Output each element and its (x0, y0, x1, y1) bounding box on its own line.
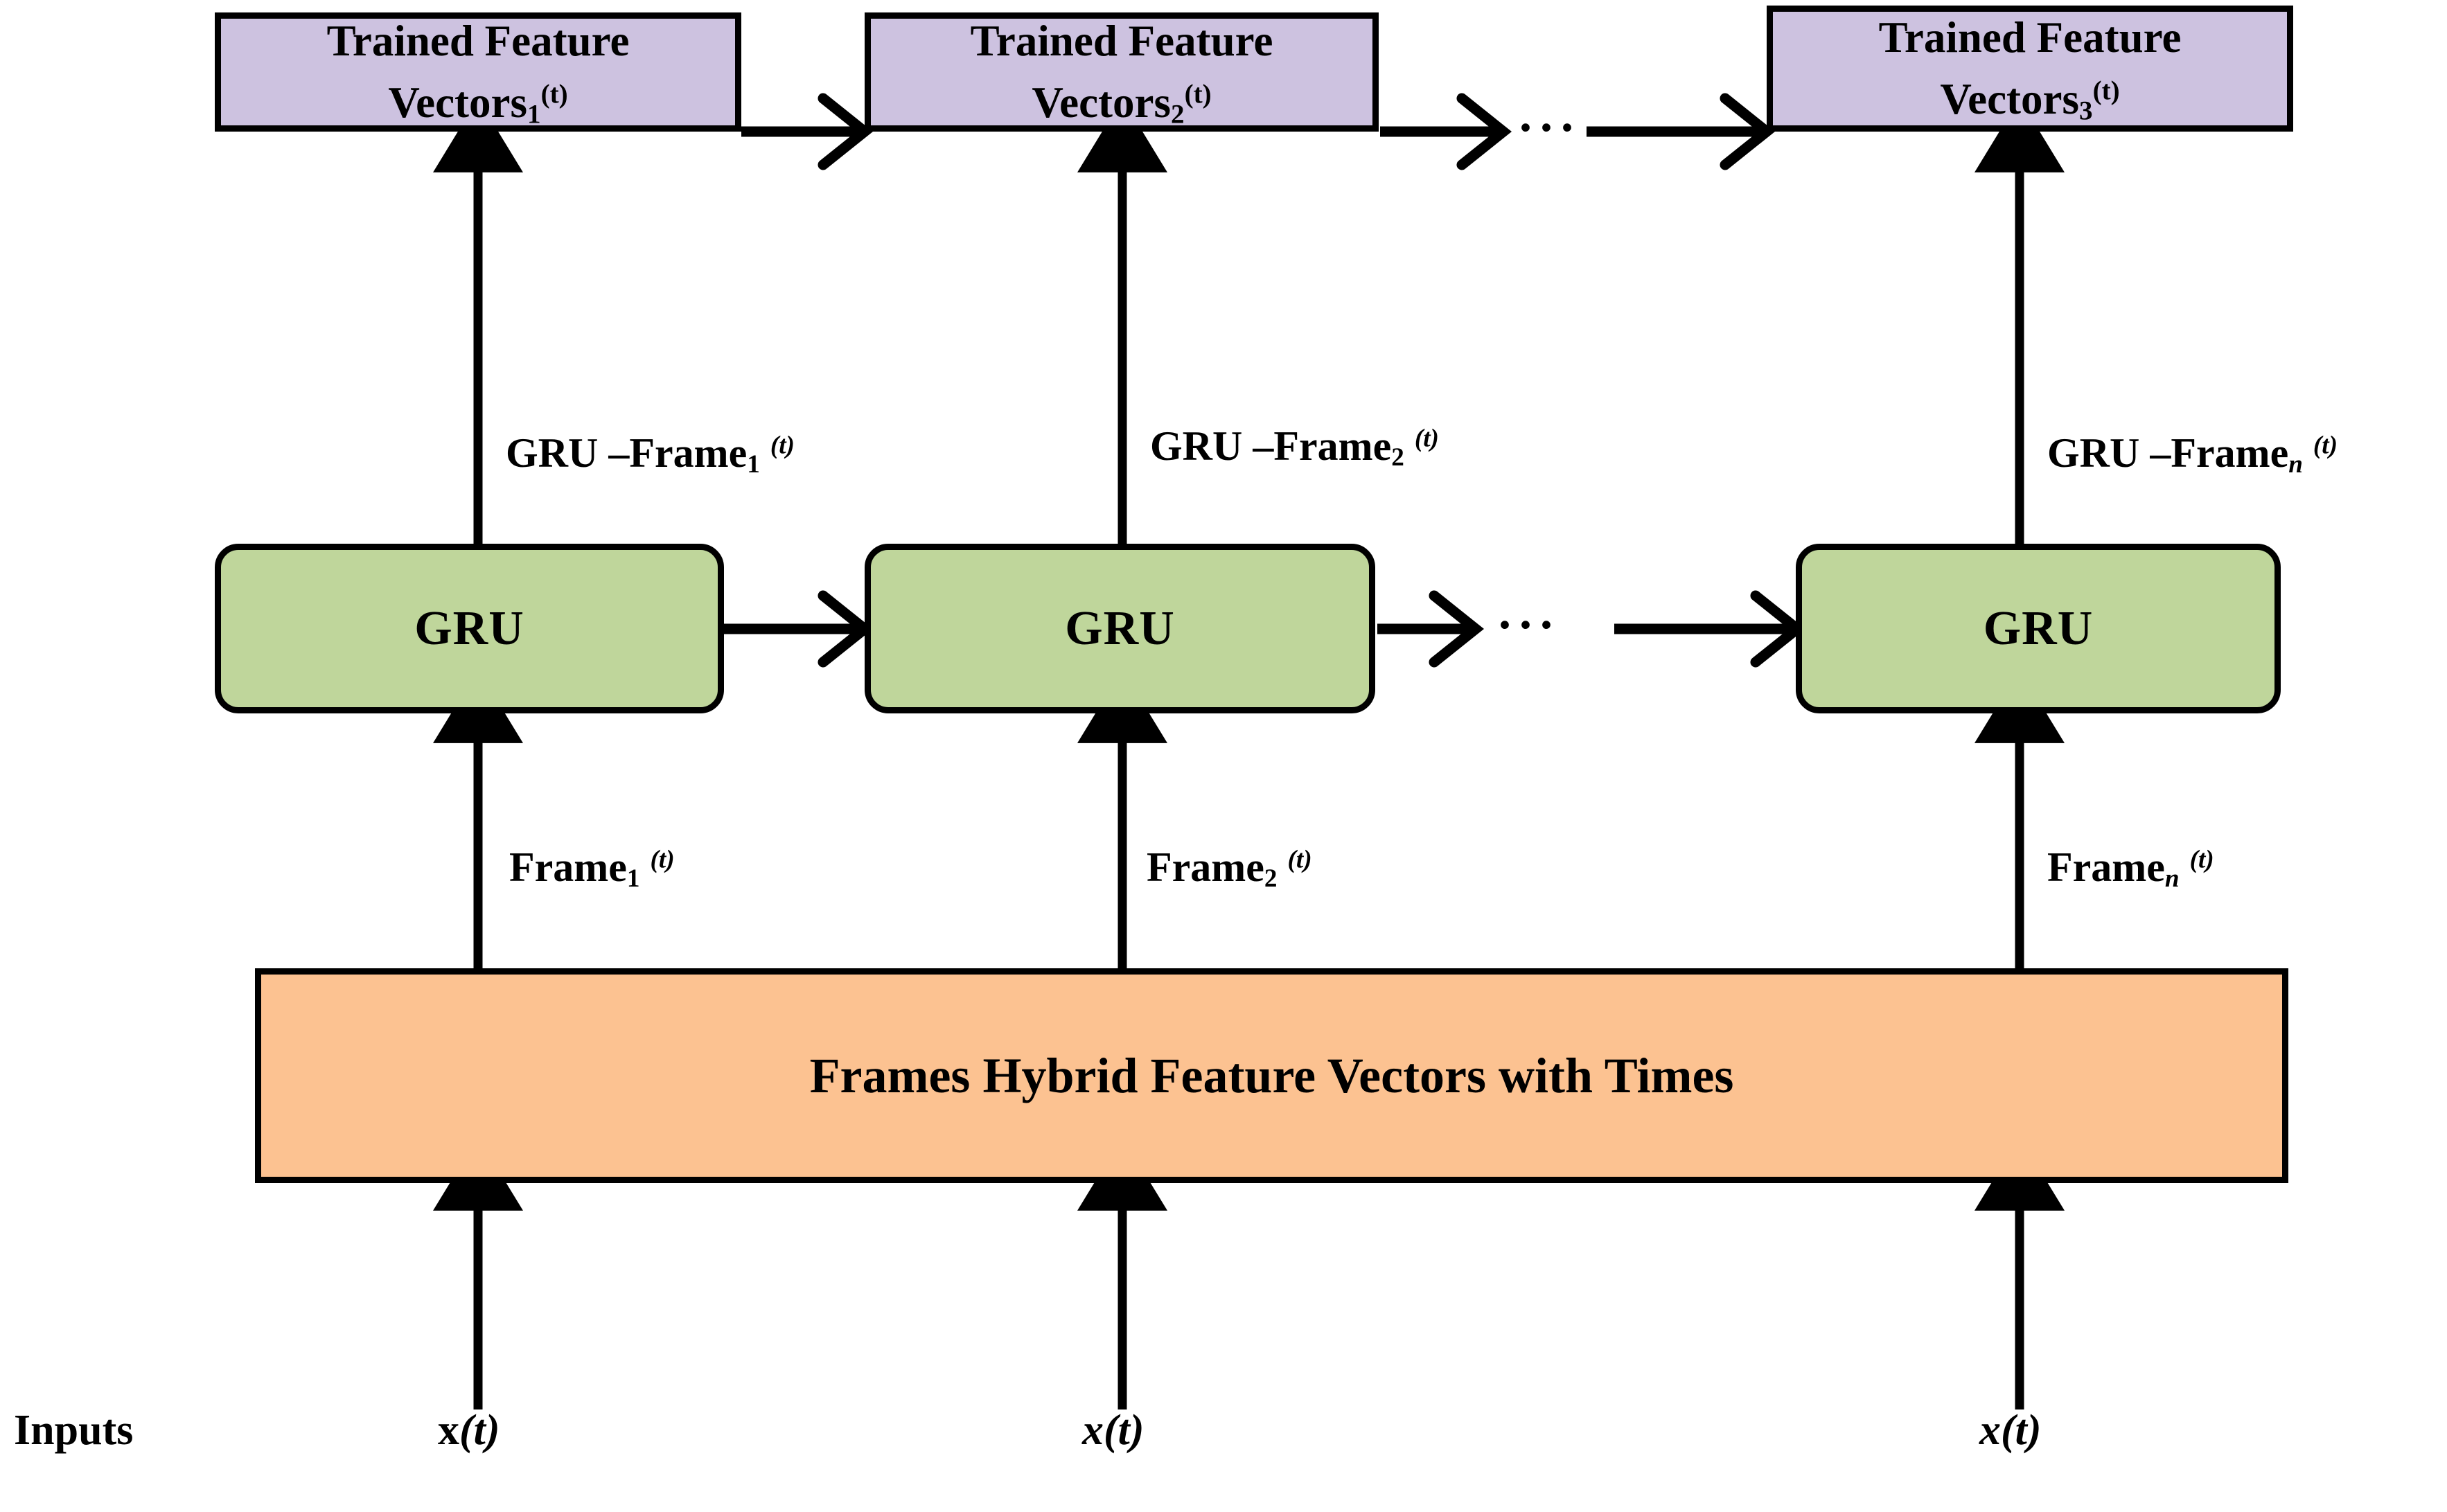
gru-frame-3-superscript: (t) (2313, 431, 2338, 460)
frame-label-1: Frame1 (t) (509, 844, 675, 891)
gru-row-ellipsis: ··· (1496, 597, 1560, 652)
gru-frame-3-subscript: n (2288, 450, 2303, 479)
gru-box-3[interactable]: GRU (1796, 544, 2281, 713)
frame-2-subscript: 2 (1264, 864, 1278, 893)
input-3-base: x (1979, 1407, 2001, 1454)
gru-frame-label-1: GRU –Frame1 (t) (506, 429, 795, 477)
gru-frame-2-base: GRU –Frame (1150, 423, 1392, 469)
frame-2-superscript: (t) (1287, 845, 1312, 874)
inputs-row-label: Inputs (14, 1407, 134, 1454)
frame-2-base: Frame (1147, 844, 1264, 890)
input-2-base: x (1082, 1407, 1104, 1454)
tfv-3-subscript: 3 (2079, 96, 2093, 126)
gru-1-label: GRU (414, 601, 524, 655)
input-signal-1: x(t) (438, 1406, 500, 1455)
gru-frame-2-superscript: (t) (1414, 424, 1439, 453)
tfv-2-line2: Vectors2(t) (1032, 72, 1211, 134)
input-1-argument: (t) (459, 1407, 500, 1454)
input-signal-2: x(t) (1082, 1406, 1145, 1455)
gru-3-label: GRU (1983, 601, 2094, 655)
arrow-gru1-to-gru2 (724, 590, 874, 668)
input-signal-3: x(t) (1979, 1406, 2042, 1455)
frame-3-subscript: n (2164, 864, 2180, 893)
gru-frame-3-base: GRU –Frame (2047, 430, 2289, 476)
tfv-1-superscript: (t) (540, 79, 568, 109)
arrow-tfv1-to-tfv2 (741, 93, 874, 170)
tfv-1-line1: Trained Feature (326, 16, 630, 65)
tfv-3-superscript: (t) (2092, 75, 2120, 106)
gru-2-label: GRU (1065, 601, 1175, 655)
tfv-2-line1: Trained Feature (970, 16, 1273, 65)
trained-feature-vectors-box-2[interactable]: Trained Feature Vectors2(t) (865, 12, 1379, 132)
frame-3-base: Frame (2047, 844, 2165, 890)
tfv-2-superscript: (t) (1184, 79, 1212, 109)
trained-feature-vectors-box-1[interactable]: Trained Feature Vectors1(t) (215, 12, 741, 132)
trained-feature-vectors-box-3[interactable]: Trained Feature Vectors3(t) (1767, 6, 2293, 132)
frame-1-subscript: 1 (626, 864, 640, 893)
hybrid-box-label: Frames Hybrid Feature Vectors with Times (809, 1047, 1734, 1103)
gru-box-2[interactable]: GRU (865, 544, 1375, 713)
input-1-base: x (438, 1407, 459, 1454)
frame-1-superscript: (t) (650, 845, 675, 874)
tfv-1-subscript: 1 (527, 99, 541, 130)
tfv-3-line1: Trained Feature (1878, 12, 2182, 62)
gru-frame-label-3: GRU –Framen (t) (2047, 429, 2338, 477)
arrow-tfv2-to-ellipsis (1380, 93, 1512, 170)
arrow-gru2-to-ellipsis (1377, 590, 1485, 668)
input-2-argument: (t) (1104, 1407, 1145, 1454)
gru-frame-label-2: GRU –Frame2 (t) (1150, 423, 1439, 470)
tfv-2-subscript: 2 (1171, 99, 1185, 130)
gru-frame-1-superscript: (t) (770, 431, 795, 460)
gru-frame-2-subscript: 2 (1391, 443, 1404, 472)
tfv-1-base: Vectors (388, 78, 528, 127)
frame-label-2: Frame2 (t) (1147, 844, 1312, 891)
gru-box-1[interactable]: GRU (215, 544, 724, 713)
tfv-2-base: Vectors (1032, 78, 1172, 127)
tfv-3-line2: Vectors3(t) (1940, 69, 2119, 130)
input-3-argument: (t) (2001, 1407, 2042, 1454)
top-row-ellipsis: ··· (1517, 100, 1580, 155)
frame-label-3: Framen (t) (2047, 844, 2214, 891)
tfv-3-base: Vectors (1940, 75, 2080, 123)
frame-3-superscript: (t) (2189, 845, 2214, 874)
arrow-ellipsis-to-tfv3 (1587, 93, 1776, 170)
frames-hybrid-feature-vectors-box[interactable]: Frames Hybrid Feature Vectors with Times (255, 968, 2288, 1183)
gru-frame-1-base: GRU –Frame (506, 430, 748, 476)
gru-frame-1-subscript: 1 (747, 450, 760, 479)
tfv-1-line2: Vectors1(t) (388, 72, 567, 134)
frame-1-base: Frame (509, 844, 627, 890)
arrow-ellipsis-to-gru3 (1614, 590, 1806, 668)
